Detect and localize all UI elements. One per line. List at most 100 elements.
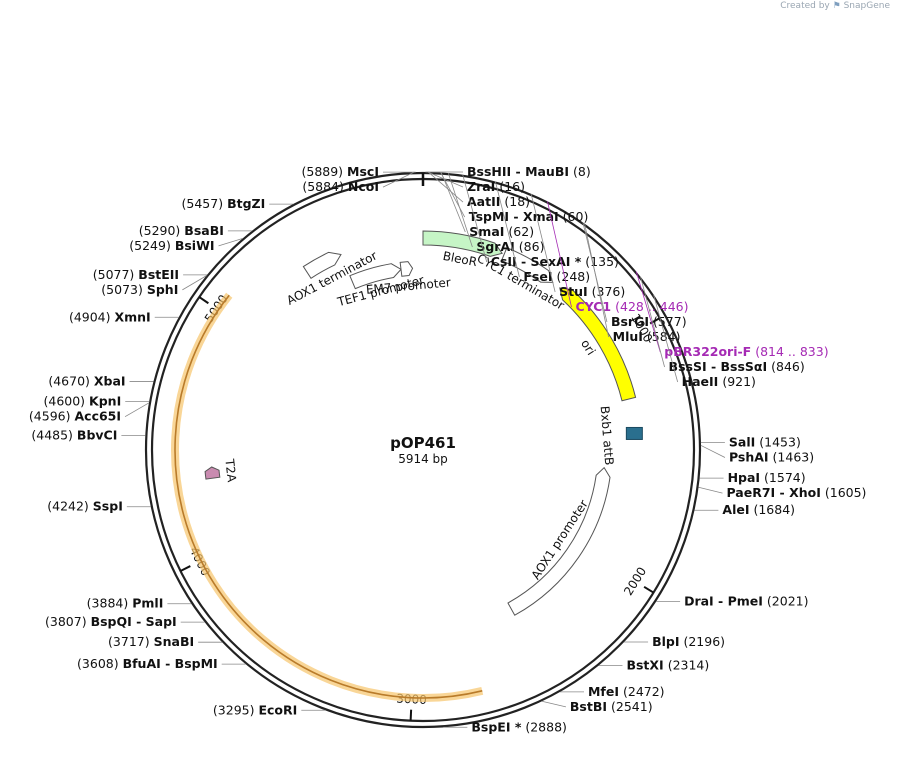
tick-mark: [409, 709, 413, 721]
site-drai-pmei[interactable]: DraI - PmeI (2021): [684, 594, 808, 609]
site-ncoi[interactable]: (5884) NcoI: [302, 179, 379, 194]
site-leader-line: [640, 276, 665, 368]
site-enzyme: HaeII: [682, 374, 719, 389]
restriction-sites: BssHII - MauBI (8)ZraI (16)AatII (18)Tsp…: [29, 164, 867, 734]
site-sali[interactable]: SalI (1453): [729, 434, 801, 449]
site-enzyme: SphI: [147, 282, 179, 297]
site-btgzi[interactable]: (5457) BtgZI: [182, 196, 266, 211]
t2a-arrow[interactable]: [204, 466, 221, 480]
site-enzyme: BsiWI: [175, 238, 215, 253]
site-position: (4485): [31, 427, 73, 442]
site-bsteii[interactable]: (5077) BstEII: [93, 267, 179, 282]
site-position: (4904): [69, 309, 111, 324]
backbone: [144, 171, 702, 729]
site-position: (921): [722, 374, 756, 389]
site-mlui[interactable]: MluI (584): [613, 329, 681, 344]
site-bsiwi[interactable]: (5249) BsiWI: [129, 238, 214, 253]
site-position: (60): [563, 209, 589, 224]
tef1-promoter-arrow[interactable]: [349, 263, 402, 290]
orf-highlight: [171, 292, 484, 702]
site-enzyme: PaeR7I - XhoI: [726, 485, 820, 500]
site-bspqi-sapi[interactable]: (3807) BspQI - SapI: [45, 614, 177, 629]
site-leader-line: [547, 201, 572, 308]
site-enzyme: KpnI: [89, 394, 121, 409]
site-haeii[interactable]: HaeII (921): [682, 374, 756, 389]
tick-mark: [198, 296, 209, 305]
site-smai[interactable]: SmaI (62): [469, 224, 534, 239]
site-cyc1[interactable]: CYC1 (428 .. 446): [575, 299, 688, 314]
site-fsei[interactable]: FseI (248): [523, 269, 590, 284]
site-enzyme: BstXI: [626, 658, 663, 673]
site-enzyme: BsrGI: [611, 314, 649, 329]
site-leader-line: [440, 172, 466, 218]
credit-app-name: SnapGene: [843, 1, 890, 11]
ori-arrow[interactable]: [559, 287, 637, 402]
site-hpai[interactable]: HpaI (1574): [728, 470, 806, 485]
site-leader-line: [653, 294, 679, 383]
site-alei[interactable]: AleI (1684): [722, 502, 795, 517]
site-position: (376): [592, 284, 626, 299]
site-bsshii-maubi[interactable]: BssHII - MauBI (8): [467, 164, 591, 179]
site-acc65i[interactable]: (4596) Acc65I: [29, 409, 121, 424]
site-enzyme: MluI: [613, 329, 643, 344]
site-enzyme: BspQI - SapI: [91, 614, 177, 629]
site-pbr322ori-f[interactable]: pBR322ori-F (814 .. 833): [664, 344, 828, 359]
site-position: (1605): [825, 485, 867, 500]
site-bstxi[interactable]: BstXI (2314): [626, 658, 709, 673]
site-sspi[interactable]: (4242) SspI: [47, 499, 123, 514]
site-bbvci[interactable]: (4485) BbvCI: [31, 427, 117, 442]
bxb1-attb-label: Bxb1 attB: [598, 405, 617, 465]
site-enzyme: SgrAI: [476, 239, 514, 254]
site-tspmi-xmai[interactable]: TspMI - XmaI (60): [469, 209, 589, 224]
site-position: (3608): [77, 656, 119, 671]
bleor-arrow[interactable]: [422, 230, 503, 257]
site-enzyme: CYC1: [575, 299, 611, 314]
bxb1-attb-box[interactable]: [625, 426, 643, 440]
site-bstbi[interactable]: BstBI (2541): [570, 699, 653, 714]
bleor-label: BleoR: [442, 249, 479, 269]
site-sgrai[interactable]: SgrAI (86): [476, 239, 544, 254]
site-enzyme: BspEI *: [471, 719, 521, 734]
site-snabi[interactable]: (3717) SnaBI: [108, 634, 194, 649]
site-aatii[interactable]: AatII (18): [467, 194, 530, 209]
site-position: (4596): [29, 409, 71, 424]
site-position: (5884): [302, 179, 344, 194]
em7-promoter-arrow[interactable]: [399, 261, 414, 277]
aox1-terminator-arrow[interactable]: [302, 251, 342, 279]
site-blpi[interactable]: BlpI (2196): [652, 634, 725, 649]
site-enzyme: MfeI: [588, 684, 619, 699]
site-bfuai-bspmi[interactable]: (3608) BfuAI - BspMI: [77, 656, 218, 671]
site-paer7i-xhoi[interactable]: PaeR7I - XhoI (1605): [726, 485, 866, 500]
site-csii-sexai[interactable]: CsII - SexAI * (135): [491, 254, 619, 269]
site-xbai[interactable]: (4670) XbaI: [48, 373, 125, 388]
site-zrai[interactable]: ZraI (16): [467, 179, 525, 194]
site-position: (577): [653, 314, 687, 329]
site-ecori[interactable]: (3295) EcoRI: [213, 702, 297, 717]
site-position: (428 .. 446): [615, 299, 688, 314]
site-bsabi[interactable]: (5290) BsaBI: [139, 223, 224, 238]
site-enzyme: SnaBI: [154, 634, 195, 649]
site-enzyme: AatII: [467, 194, 500, 209]
site-position: (62): [508, 224, 534, 239]
site-pmli[interactable]: (3884) PmlI: [87, 596, 164, 611]
site-enzyme: BlpI: [652, 634, 679, 649]
site-enzyme: MscI: [347, 164, 379, 179]
site-position: (8): [573, 164, 591, 179]
site-enzyme: SspI: [93, 499, 123, 514]
plasmid-name: pOP461: [390, 434, 456, 452]
site-leader-line: [182, 275, 207, 291]
site-bsssi-bsss-i[interactable]: BssSI - BssSαI (846): [669, 359, 805, 374]
site-bspei[interactable]: BspEI * (2888): [471, 719, 567, 734]
site-pshai[interactable]: PshAI (1463): [729, 449, 814, 464]
site-position: (5889): [301, 164, 343, 179]
site-bsrgi[interactable]: BsrGI (577): [611, 314, 687, 329]
site-xmni[interactable]: (4904) XmnI: [69, 309, 151, 324]
site-sphi[interactable]: (5073) SphI: [101, 282, 178, 297]
aox1-promoter-arrow[interactable]: [507, 466, 611, 616]
site-mfei[interactable]: MfeI (2472): [588, 684, 665, 699]
site-kpni[interactable]: (4600) KpnI: [43, 394, 121, 409]
site-msci[interactable]: (5889) MscI: [301, 164, 379, 179]
site-enzyme: FseI: [523, 269, 552, 284]
site-position: (2541): [611, 699, 653, 714]
site-enzyme: DraI - PmeI: [684, 594, 763, 609]
